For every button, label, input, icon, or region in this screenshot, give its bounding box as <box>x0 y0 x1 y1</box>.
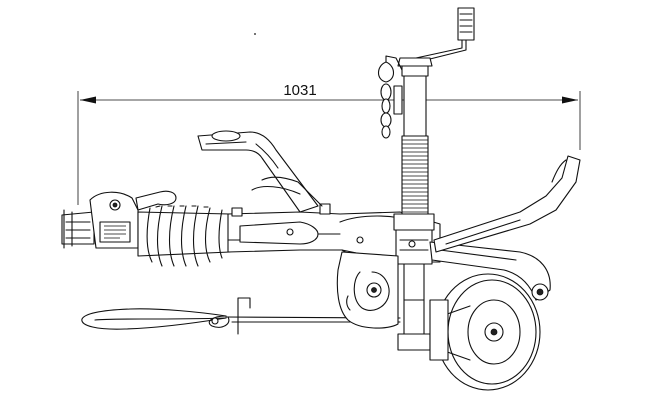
lower-housing <box>336 251 399 329</box>
cable-hook <box>208 315 230 328</box>
dimension-value: 1031 <box>283 82 316 99</box>
bolts <box>286 228 416 248</box>
handbrake-lever <box>197 130 323 213</box>
rear-linkage <box>429 155 581 301</box>
dimension-arrow-left <box>80 96 96 104</box>
speck <box>254 33 256 35</box>
jockey-wheel-stem <box>393 7 475 351</box>
bellows-boot <box>137 205 231 267</box>
coupling-plate <box>99 221 131 243</box>
safety-chain <box>377 55 403 139</box>
dimension-arrow-right <box>562 96 578 104</box>
jockey-wheel <box>429 273 541 391</box>
dimension-annotation: 1031 <box>77 82 581 205</box>
coupling-head <box>61 190 177 249</box>
cable-anchor <box>237 297 251 335</box>
crank-handle-grip <box>457 7 475 41</box>
